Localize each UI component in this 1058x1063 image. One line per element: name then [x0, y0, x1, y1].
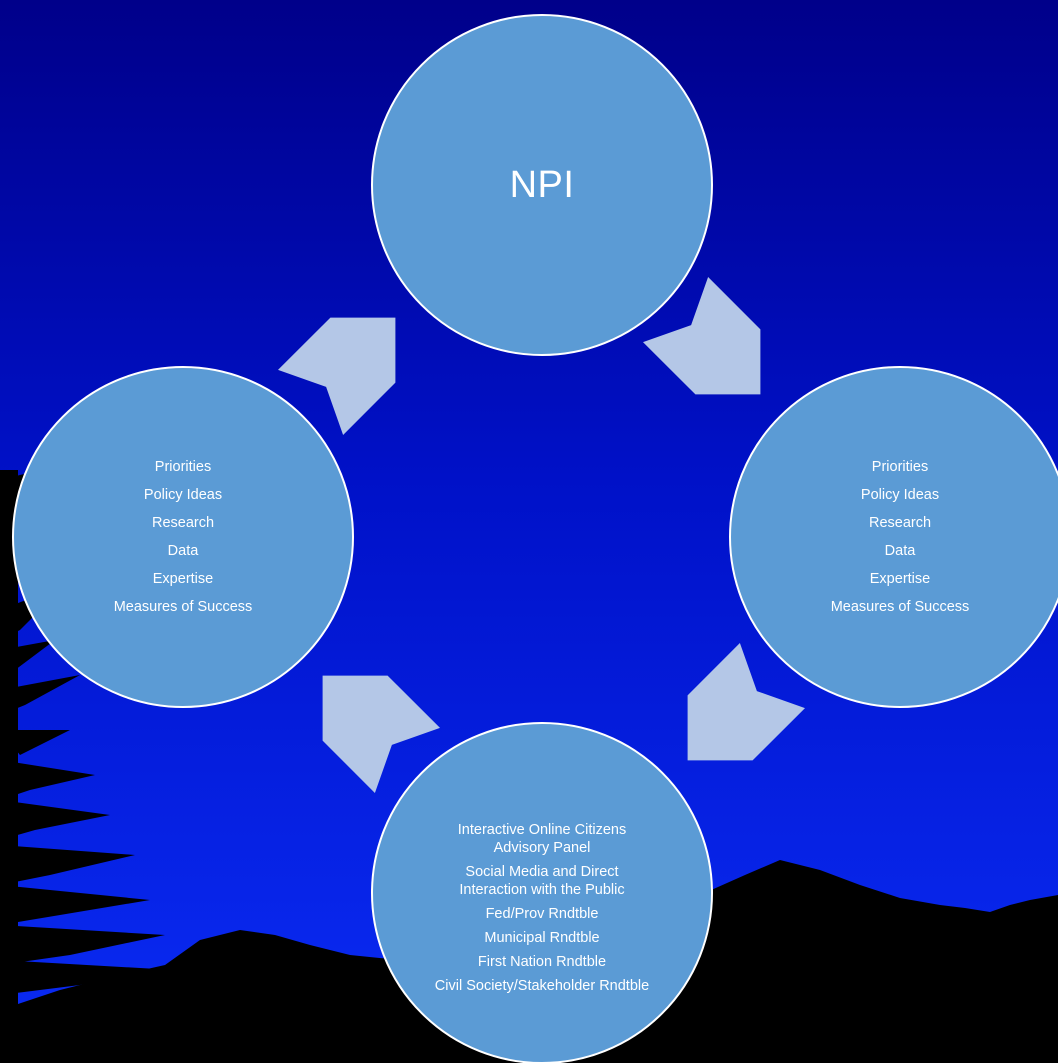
bottom-circle — [371, 722, 713, 1063]
bottom-node-item: Municipal Rndtble — [484, 930, 600, 946]
right-node-item: Expertise — [869, 571, 931, 587]
bottom-node-item: Social Media and Direct Interaction with… — [459, 864, 625, 898]
npi-label: NPI — [509, 163, 575, 206]
bottom-node-item: First Nation Rndtble — [477, 954, 607, 970]
right-node-item: Research — [868, 515, 932, 531]
flow-arrows — [278, 277, 805, 793]
right-node-item: Policy Ideas — [860, 487, 940, 503]
right-circle — [729, 366, 1058, 708]
bottom-node-item: Fed/Prov Rndtble — [485, 906, 599, 922]
npi-node: NPI — [372, 15, 712, 355]
arrow-right-to-bottom — [687, 643, 805, 761]
bottom-node: Interactive Online Citizens Advisory Pan… — [432, 778, 652, 1038]
left-node-item: Measures of Success — [113, 599, 253, 615]
arrow-bottom-to-left — [322, 675, 440, 793]
tree-silhouette — [0, 470, 175, 1063]
left-node-item: Data — [167, 543, 199, 559]
arrow-npi-to-right — [643, 277, 761, 395]
npi-circle — [371, 14, 713, 356]
left-circle — [12, 366, 354, 708]
left-node-item: Priorities — [154, 459, 212, 475]
left-node: Priorities Policy Ideas Research Data Ex… — [63, 367, 303, 707]
bottom-node-item: Civil Society/Stakeholder Rndtble — [434, 978, 650, 994]
right-node-item: Data — [884, 543, 916, 559]
right-node: Priorities Policy Ideas Research Data Ex… — [780, 367, 1020, 707]
right-node-item: Measures of Success — [830, 599, 970, 615]
arrow-left-to-npi — [278, 317, 396, 435]
left-node-item: Policy Ideas — [143, 487, 223, 503]
right-node-item: Priorities — [871, 459, 929, 475]
left-node-item: Expertise — [152, 571, 214, 587]
left-node-item: Research — [151, 515, 215, 531]
bottom-node-item: Interactive Online Citizens Advisory Pan… — [457, 822, 627, 856]
